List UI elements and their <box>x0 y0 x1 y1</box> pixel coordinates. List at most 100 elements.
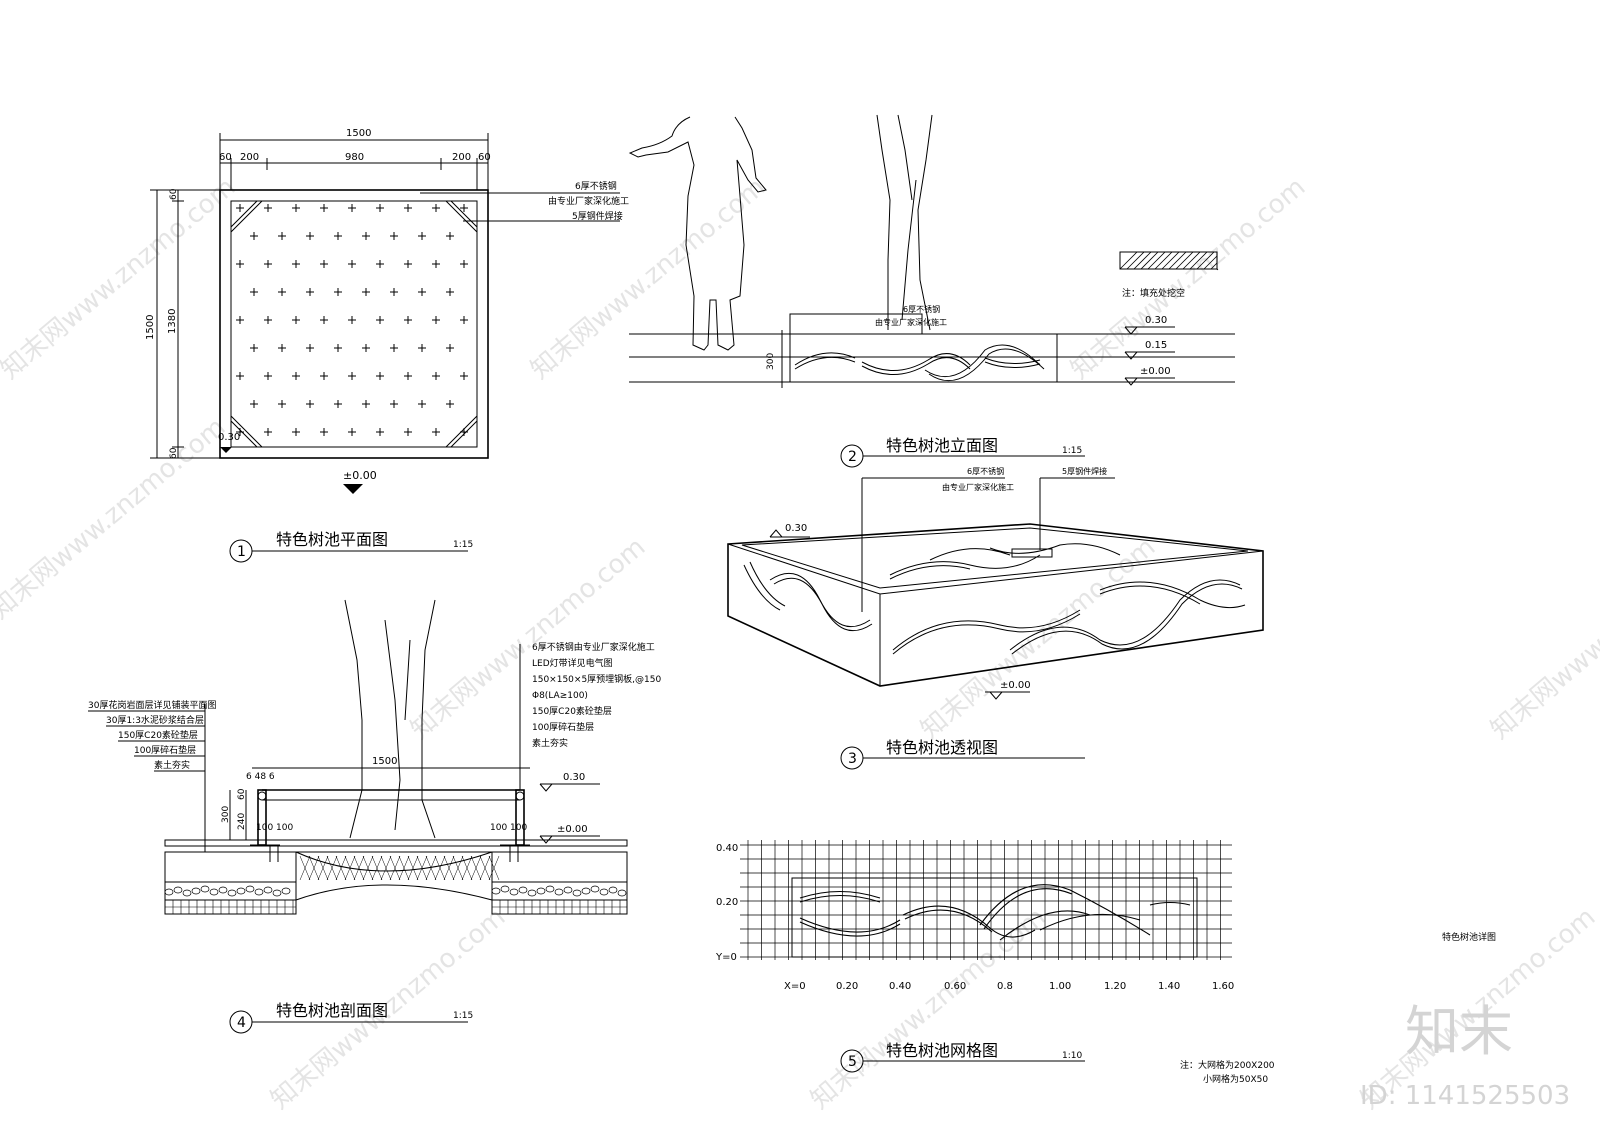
note-factory: 由专业厂家深化施工 <box>942 482 1014 492</box>
plan-view: 1500 60 200 980 200 60 1500 1380 60 60 6… <box>145 128 629 563</box>
section-left-note: 150厚C20素砼垫层 <box>118 729 198 741</box>
dim-total-top: 1500 <box>346 128 371 139</box>
elev-marker <box>343 484 363 494</box>
grid-x-label: 1.40 <box>1158 981 1180 992</box>
elev-level: ±0.00 <box>1140 366 1171 377</box>
view-title: 特色树池透视图 <box>886 738 998 757</box>
section-right-note: 150厚C20素砼垫层 <box>532 705 612 717</box>
note-weld: 5厚钢件焊接 <box>572 210 623 222</box>
note-factory: 由专业厂家深化施工 <box>548 195 629 207</box>
dim-seg: 980 <box>345 152 364 163</box>
weld-plate <box>1011 548 1053 558</box>
section-right-note: 100厚碎石垫层 <box>532 721 594 733</box>
grid-y-label: 0.20 <box>716 897 738 908</box>
grid-note: 注：大网格为200X200 <box>1180 1059 1275 1071</box>
note-steel: 6厚不锈钢 <box>967 466 1004 476</box>
view-number: 5 <box>848 1054 857 1070</box>
view-scale: 1:10 <box>1062 1051 1082 1061</box>
dim-100-left: 100 100 <box>256 823 293 833</box>
watermark-text: 知末网www.znzmo.com <box>1485 532 1600 745</box>
perspective-view: 6厚不锈钢 由专业厂家深化施工 5厚钢件焊接 0.30 ±0.00 3 特色树池… <box>727 466 1264 770</box>
note-steel: 6厚不锈钢 <box>903 304 940 314</box>
dim-inner-left: 1380 <box>167 309 178 334</box>
plan-cross-pattern <box>236 204 468 436</box>
grid-x-label: 0.40 <box>889 981 911 992</box>
note-weld: 5厚钢件焊接 <box>1062 466 1107 476</box>
dim-seg: 200 <box>240 152 259 163</box>
elev-top: 0.30 <box>563 772 585 783</box>
tree-trunk <box>344 599 436 839</box>
section-right-note: Φ8(LA≥100) <box>532 691 588 701</box>
view-title: 特色树池剖面图 <box>276 1001 388 1020</box>
section-left-note: 30厚花岗岩面层详见铺装平面图 <box>88 699 216 711</box>
section-left-note: 30厚1:3水泥砂浆结合层 <box>106 714 204 726</box>
paving-layer <box>164 839 628 847</box>
grid-x-label: 1.60 <box>1212 981 1234 992</box>
view-number: 2 <box>848 449 857 465</box>
watermark-logo: 知末 <box>1405 1000 1513 1063</box>
watermark-id: ID: 1141525503 <box>1360 1081 1570 1111</box>
watermark-text: 知末网www.znzmo.com <box>915 532 1161 745</box>
note-steel: 6厚不锈钢 <box>575 180 617 192</box>
view-number: 4 <box>237 1015 246 1031</box>
watermark-text: 知末网www.znzmo.com <box>0 412 231 625</box>
elev-level: 0.15 <box>1145 340 1167 351</box>
section-left-note: 素土夯实 <box>154 759 190 771</box>
elev-zero: ±0.00 <box>1000 680 1031 691</box>
gravel-layer <box>164 885 627 897</box>
planting-soil-hatch <box>299 855 500 881</box>
watermark-text: 知末网www.znzmo.com <box>0 172 241 385</box>
dim-left-bottom: 60 <box>169 447 179 459</box>
view-number: 1 <box>237 544 246 560</box>
grid-x-label: 0.20 <box>836 981 858 992</box>
dim-seg: 200 <box>452 152 471 163</box>
grid-x-label: 0.8 <box>997 981 1013 992</box>
view-scale: 1:15 <box>453 540 473 550</box>
grid-y-label: Y=0 <box>715 952 737 963</box>
elev-top: 0.30 <box>218 432 240 443</box>
elevation-view: 300 6厚不锈钢 由专业厂家深化施工 注：填充处挖空 0.30 0.15 ±0… <box>628 114 1235 468</box>
rammed-earth-layer <box>164 900 627 914</box>
elev-level: 0.30 <box>1145 315 1167 326</box>
section-right-note: LED灯带详见电气图 <box>532 657 613 669</box>
grid-note: 小网格为50X50 <box>1203 1073 1268 1085</box>
watermark-text: 知末网www.znzmo.com <box>405 532 651 745</box>
dim-240: 240 <box>237 813 247 830</box>
dim-60: 60 <box>237 788 247 800</box>
dim-seg: 60 <box>219 152 232 163</box>
section-right-note: 150×150×5厚预埋钢板,@150 <box>532 673 661 685</box>
grid-wave-cutouts <box>799 884 1191 941</box>
dim-100-right: 100 100 <box>490 823 527 833</box>
view-number: 3 <box>848 751 857 767</box>
view-scale: 1:15 <box>453 1011 473 1021</box>
grid-x-label: 1.20 <box>1104 981 1126 992</box>
grid-y-label: 0.40 <box>716 843 738 854</box>
dim-300: 300 <box>221 806 231 823</box>
perspective-wave-cutouts <box>743 543 1246 655</box>
section-view: 1500 6 48 6 300 240 60 100 100 100 100 3… <box>88 599 661 1034</box>
tree-trunk <box>876 114 933 331</box>
view-scale: 1:15 <box>1062 446 1082 456</box>
elev-zero: ±0.00 <box>343 469 377 482</box>
sheet-title: 特色树池详图 <box>1442 931 1496 943</box>
wave-cutouts <box>794 344 1045 382</box>
section-right-note: 6厚不锈钢由专业厂家深化施工 <box>532 641 655 653</box>
section-right-note: 素土夯实 <box>532 737 568 749</box>
view-title: 特色树池立面图 <box>886 436 998 455</box>
hatch-legend <box>1119 251 1218 270</box>
person-figure <box>628 116 767 351</box>
dim-total-left: 1500 <box>145 315 156 340</box>
watermark-text: 知末网www.znzmo.com <box>805 902 1051 1115</box>
legend-note: 注：填充处挖空 <box>1122 287 1185 299</box>
elev-marker <box>220 447 232 453</box>
elev-zero: ±0.00 <box>557 824 588 835</box>
dim-height: 300 <box>766 353 776 370</box>
view-title: 特色树池网格图 <box>886 1041 998 1060</box>
grid-view: 0.40 0.20 Y=0 X=0 0.20 0.40 0.60 0.8 1.0… <box>715 840 1275 1085</box>
dim-small: 6 48 6 <box>246 772 275 782</box>
grid-x-label: X=0 <box>784 981 806 992</box>
dim-seg: 60 <box>478 152 491 163</box>
view-title: 特色树池平面图 <box>276 530 388 549</box>
